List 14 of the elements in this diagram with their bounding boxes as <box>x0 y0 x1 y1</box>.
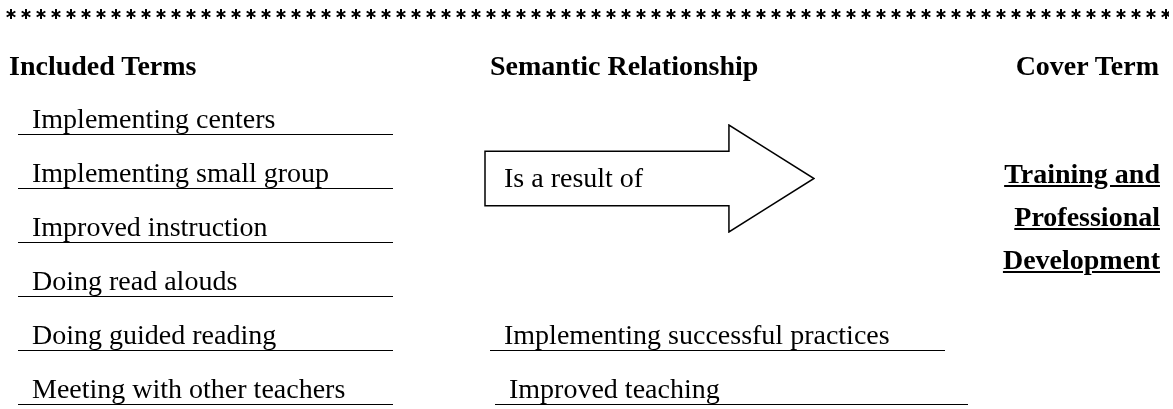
column-heading: Semantic Relationship <box>490 49 759 83</box>
column-heading: Cover Term <box>1015 49 1159 83</box>
included-term: Improved instruction <box>18 212 393 243</box>
relationship-text: Is a result of <box>504 161 644 194</box>
included-term: Doing guided reading <box>18 320 393 351</box>
column-heading: Included Terms <box>9 49 197 83</box>
included-term: Meeting with other teachers <box>18 374 393 405</box>
included-term: Implementing successful practices <box>490 320 945 351</box>
cover-term: Training and Professional Development <box>1001 157 1160 277</box>
included-term: Improved teaching <box>495 374 968 405</box>
included-term: Implementing centers <box>18 104 393 135</box>
included-term: Implementing small group <box>18 158 393 189</box>
block-arrow <box>484 124 815 233</box>
included-term: Doing read alouds <box>18 266 393 297</box>
